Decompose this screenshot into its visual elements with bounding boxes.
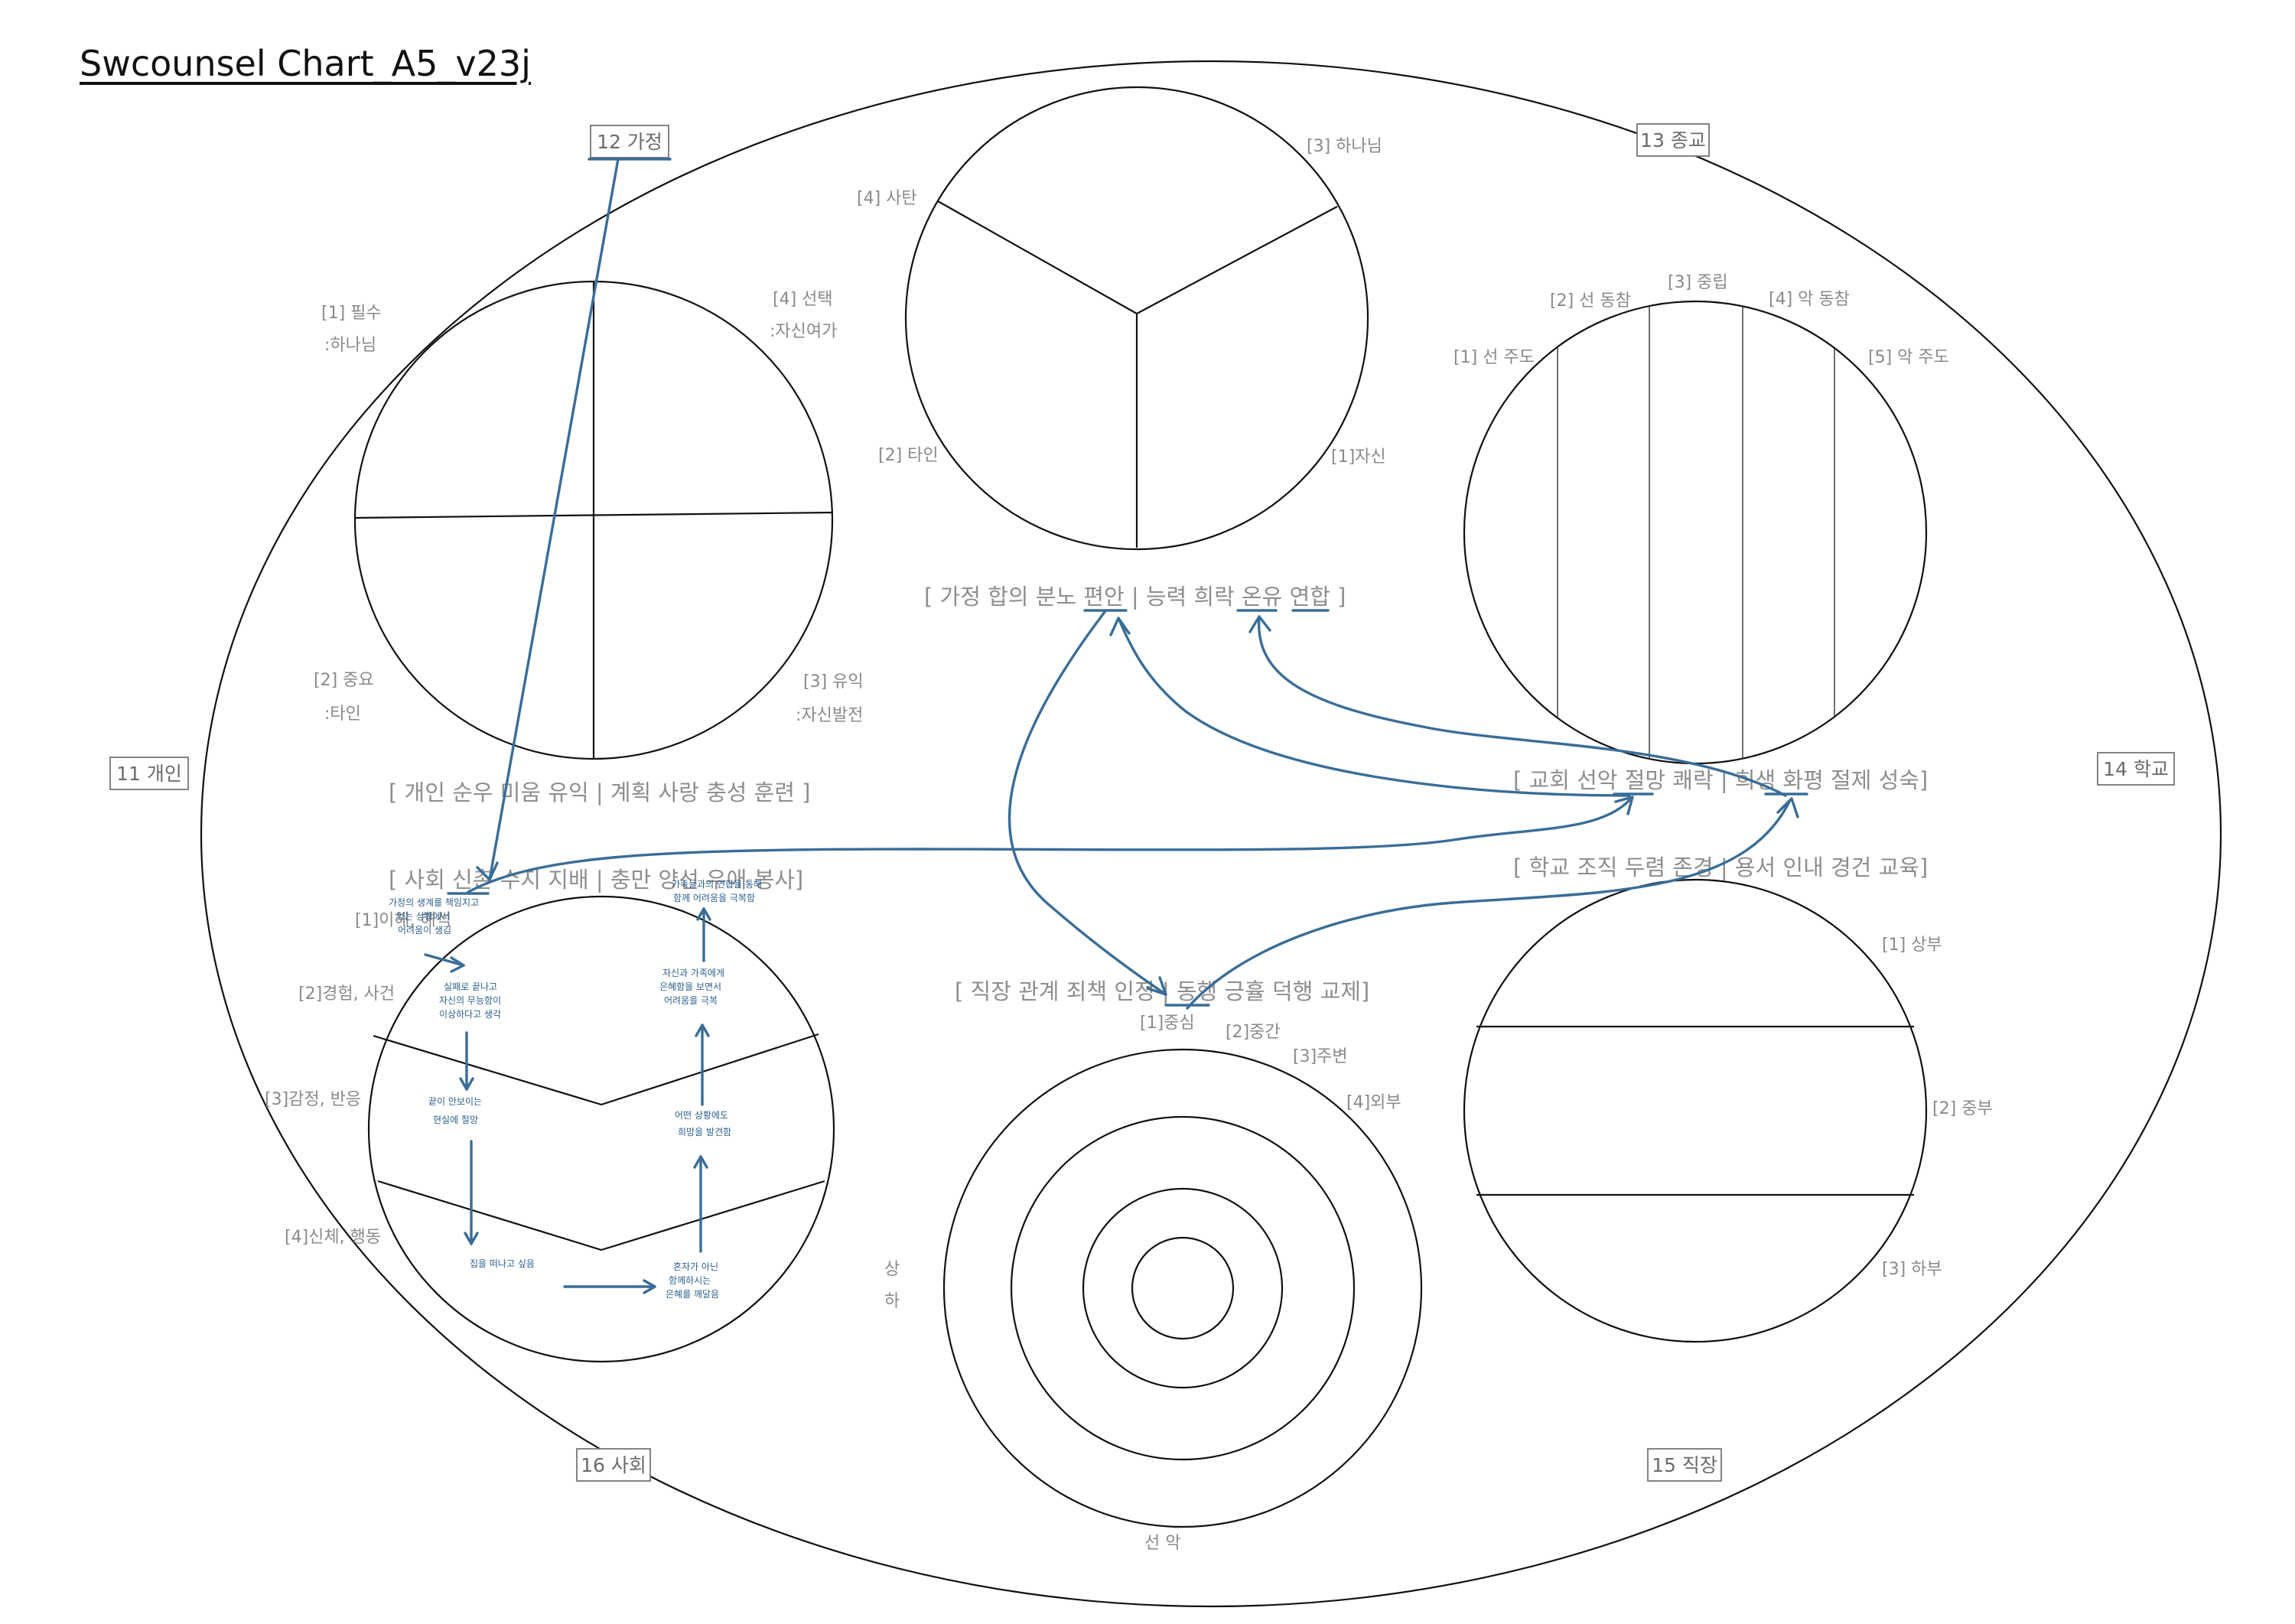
religion-c5-label: [5] 악 주도 — [1868, 348, 1949, 367]
svg-text:있는 상황에서: 있는 상황에서 — [396, 911, 450, 922]
family-circle — [904, 86, 1369, 551]
svg-text:어떤 상황에도: 어떤 상황에도 — [675, 1110, 728, 1121]
society-experience-label: [2]경험, 사건 — [298, 984, 395, 1004]
handwritten-note-6: 어떤 상황에도 희망을 발견함 — [675, 1110, 731, 1137]
sentence-society: [ 사회 신촌 수지 지배 | 충만 양선 우애 봉사] — [389, 867, 803, 893]
work-center-label: [1]중심 — [1140, 1014, 1195, 1033]
svg-text:은혜함을 보면서: 은혜함을 보면서 — [659, 981, 721, 992]
society-circle — [367, 895, 835, 1363]
svg-text:끝이 안보이는: 끝이 안보이는 — [428, 1096, 482, 1107]
sentence-family: [ 가정 합의 분노 편안 | 능력 희락 온유 연합 ] — [924, 584, 1346, 610]
svg-text:함께하시는: 함께하시는 — [669, 1275, 711, 1286]
svg-text:14 학교: 14 학교 — [2103, 758, 2169, 780]
society-understand-label: [1]이해, 해석 — [355, 911, 451, 930]
work-around-label: [3]주변 — [1293, 1047, 1348, 1066]
svg-text:집을 떠나고 싶음: 집을 떠나고 싶음 — [470, 1258, 535, 1269]
svg-text:가족들과의 연합을 통해: 가족들과의 연합을 통해 — [672, 879, 762, 890]
personal-q2-label: [2] 중요 — [314, 671, 374, 690]
svg-text:함께 어려움을 극복함: 함께 어려움을 극복함 — [673, 893, 755, 903]
handwritten-note-8: 가족들과의 연합을 통해 함께 어려움을 극복함 — [672, 879, 762, 903]
work-up-label: 상 — [884, 1260, 900, 1279]
svg-text:12 가정: 12 가정 — [597, 131, 662, 153]
personal-q1-sub: :하나님 — [324, 336, 376, 355]
sentence-personal: [ 개인 순우 미움 유익 | 계획 사랑 충성 훈련 ] — [389, 779, 810, 805]
page-title: Swcounsel Chart_A5_v23j — [80, 43, 531, 84]
school-mid-label: [2] 중부 — [1932, 1099, 1993, 1118]
school-top-label: [1] 상부 — [1882, 936, 1942, 955]
school-circle — [1463, 878, 1928, 1343]
handwritten-note-5: 혼자가 아닌 함께하시는 은혜를 깨달음 — [666, 1261, 719, 1300]
handwritten-note-7: 자신과 가족에게 은혜함을 보면서 어려움을 극복 — [659, 968, 724, 1006]
region-tag-school: 14 학교 — [2097, 752, 2175, 786]
handwritten-note-1: 가정의 생계를 책임지고 있는 상황에서 어려움이 생김 — [389, 897, 479, 936]
outer-ellipse — [200, 60, 2222, 1608]
personal-circle — [353, 280, 834, 760]
svg-text:어려움이 생김: 어려움이 생김 — [398, 925, 451, 936]
svg-text:13 종교: 13 종교 — [1640, 129, 1706, 151]
region-tag-work: 15 직장 — [1647, 1448, 1722, 1482]
svg-text:16 사회: 16 사회 — [581, 1454, 646, 1476]
personal-q2-sub: :타인 — [324, 705, 361, 724]
family-satan-label: [4] 사탄 — [857, 189, 917, 208]
svg-text:11 개인: 11 개인 — [116, 763, 182, 785]
work-middle-label: [2]중간 — [1226, 1023, 1281, 1042]
family-other-label: [2] 타인 — [878, 446, 939, 465]
svg-text:자신의 무능함이: 자신의 무능함이 — [439, 995, 501, 1006]
religion-circle — [1463, 300, 1928, 765]
work-circle — [942, 1048, 1423, 1528]
handwritten-note-2: 실패로 끝나고 자신의 무능함이 이상하다고 생각 — [439, 981, 501, 1020]
religion-c1-label: [1] 선 주도 — [1454, 348, 1535, 367]
svg-text:어려움을 극복: 어려움을 극복 — [664, 995, 718, 1006]
society-process-arrows — [424, 907, 711, 1294]
family-god-label: [3] 하나님 — [1307, 137, 1382, 156]
personal-q4-sub: :자신여가 — [770, 322, 837, 341]
society-body-label: [4]신체, 행동 — [285, 1228, 381, 1247]
work-down-label: 하 — [884, 1292, 900, 1311]
svg-text:은혜를 깨달음: 은혜를 깨달음 — [666, 1289, 719, 1300]
region-tag-religion: 13 종교 — [1636, 123, 1710, 157]
svg-text:현실에 절망: 현실에 절망 — [433, 1115, 478, 1125]
religion-c4-label: [4] 악 동참 — [1769, 290, 1850, 309]
personal-q3-label: [3] 유익 — [803, 672, 864, 692]
personal-q4-label: [4] 선택 — [773, 290, 833, 309]
work-bottom-label: 선 악 — [1144, 1534, 1180, 1553]
sentence-school: [ 학교 조직 두렴 존경 | 용서 인내 경건 교육] — [1513, 854, 1928, 880]
religion-c3-label: [3] 중립 — [1668, 273, 1728, 292]
personal-q3-sub: :자신발전 — [796, 706, 863, 725]
svg-text:자신과 가족에게: 자신과 가족에게 — [662, 968, 724, 978]
svg-text:희망을 발견함: 희망을 발견함 — [678, 1127, 731, 1137]
religion-c2-label: [2] 선 동참 — [1550, 291, 1631, 311]
svg-text:15 직장: 15 직장 — [1652, 1454, 1717, 1476]
svg-text:혼자가 아닌: 혼자가 아닌 — [673, 1261, 718, 1272]
region-tag-personal: 11 개인 — [109, 757, 189, 790]
region-tag-family: 12 가정 — [590, 125, 669, 158]
svg-text:가정의 생계를 책임지고: 가정의 생계를 책임지고 — [389, 897, 479, 908]
personal-q1-label: [1] 필수 — [321, 304, 382, 323]
connector-curves — [467, 158, 1799, 1010]
family-self-label: [1]자신 — [1331, 447, 1386, 467]
handwritten-note-3: 끝이 안보이는 현실에 절망 — [428, 1096, 482, 1125]
underline-marks — [447, 158, 1808, 1007]
svg-text:실패로 끝나고: 실패로 끝나고 — [444, 981, 497, 992]
school-bottom-label: [3] 하부 — [1882, 1260, 1942, 1279]
svg-text:이상하다고 생각: 이상하다고 생각 — [439, 1009, 501, 1020]
handwritten-note-4: 집을 떠나고 싶음 — [470, 1258, 535, 1269]
work-outer-label: [4]외부 — [1346, 1093, 1401, 1112]
society-emotion-label: [3]감정, 반응 — [265, 1090, 361, 1109]
region-tag-society: 16 사회 — [576, 1448, 651, 1482]
